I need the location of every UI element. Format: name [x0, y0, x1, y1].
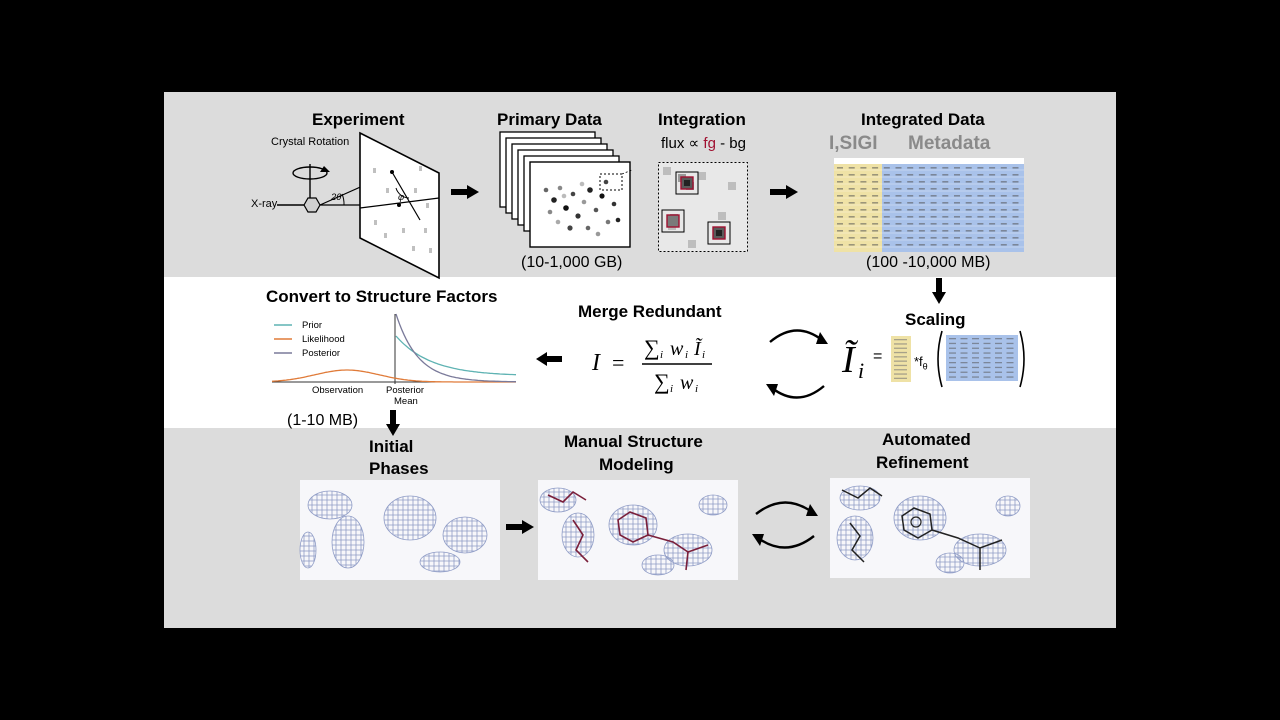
diagram-slide: Experiment Crystal Rotation X-ray 2θ φ [164, 92, 1116, 628]
svg-text:I: I [591, 350, 601, 376]
svg-text:i: i [660, 349, 663, 361]
xlabel-observation: Observation [312, 385, 364, 396]
convert-title: Convert to Structure Factors [266, 287, 498, 306]
structure-factors-size: (1-10 MB) [287, 412, 359, 429]
isigi-label: I,SIGI [829, 133, 878, 154]
xlabel-mean: Mean [394, 396, 418, 407]
automated-refinement-title-2: Refinement [876, 453, 969, 472]
metadata-matrix-thumbnail [937, 330, 1025, 388]
xlabel-posterior: Posterior [386, 385, 425, 396]
manual-modeling-title-2: Modeling [599, 455, 674, 474]
left-arrow-icon [536, 352, 562, 366]
scale-factor-label: *fθ [914, 354, 928, 372]
right-arrow-icon [451, 185, 479, 199]
svg-text:w: w [680, 372, 694, 394]
integration-pixel-grid [658, 162, 748, 252]
primary-data-title: Primary Data [497, 110, 602, 129]
phi-label: φ [398, 192, 405, 203]
metadata-label: Metadata [908, 133, 991, 154]
initial-phases-title-1: Initial [369, 437, 414, 456]
merge-title: Merge Redundant [578, 302, 722, 321]
cycle-arrows-icon [752, 501, 818, 549]
primary-data-size: (10-1,000 GB) [521, 254, 623, 271]
down-arrow-icon [932, 278, 946, 304]
integrated-data-size: (100 -10,000 MB) [866, 254, 991, 271]
svg-text:i: i [685, 349, 688, 361]
svg-text:∑: ∑ [644, 335, 660, 360]
diffraction-images-stack [499, 131, 633, 248]
legend-prior: Prior [302, 320, 323, 331]
manual-model-density-map [538, 480, 738, 580]
scaled-intensity-symbol: Ĩ i [841, 339, 864, 383]
svg-text:∑: ∑ [654, 369, 670, 394]
xray-source-icon [303, 197, 321, 213]
rotation-arrow-icon [292, 164, 330, 198]
cycle-arrows-icon [766, 329, 828, 399]
svg-text:Ĩ: Ĩ [693, 336, 703, 360]
right-arrow-icon [506, 520, 534, 534]
merge-equation: I = ∑ i w i Ĩ i ∑ i w i [591, 335, 712, 395]
svg-text:i: i [858, 358, 864, 383]
bayesian-plot [271, 313, 517, 384]
svg-text:i: i [702, 349, 705, 361]
refined-model-density-map [830, 478, 1030, 578]
down-arrow-icon [386, 410, 400, 436]
intensity-column-thumbnail [891, 336, 911, 382]
manual-modeling-title-1: Manual Structure [564, 432, 703, 451]
initial-phases-density-map [299, 480, 500, 580]
integration-title: Integration [658, 110, 746, 129]
right-arrow-icon [770, 185, 798, 199]
automated-refinement-title-1: Automated [882, 430, 971, 449]
svg-text:=: = [612, 350, 624, 375]
svg-text:i: i [695, 383, 698, 395]
integrated-data-title: Integrated Data [861, 110, 985, 129]
legend-posterior: Posterior [302, 348, 341, 359]
svg-text:Ĩ: Ĩ [841, 339, 859, 381]
legend-likelihood: Likelihood [302, 334, 345, 345]
initial-phases-title-2: Phases [369, 459, 429, 478]
svg-text:w: w [670, 338, 684, 360]
experiment-schematic [277, 131, 440, 280]
crystal-rotation-label: Crystal Rotation [271, 136, 350, 148]
scaling-title: Scaling [905, 310, 966, 329]
svg-text:i: i [670, 383, 673, 395]
integrated-data-table [834, 158, 1024, 252]
experiment-title: Experiment [312, 110, 405, 129]
two-theta-label: 2θ [331, 192, 342, 203]
scaling-equals: = [873, 348, 883, 365]
xray-label: X-ray [251, 198, 278, 210]
integration-formula: flux ∝ fg - bg [661, 135, 746, 152]
